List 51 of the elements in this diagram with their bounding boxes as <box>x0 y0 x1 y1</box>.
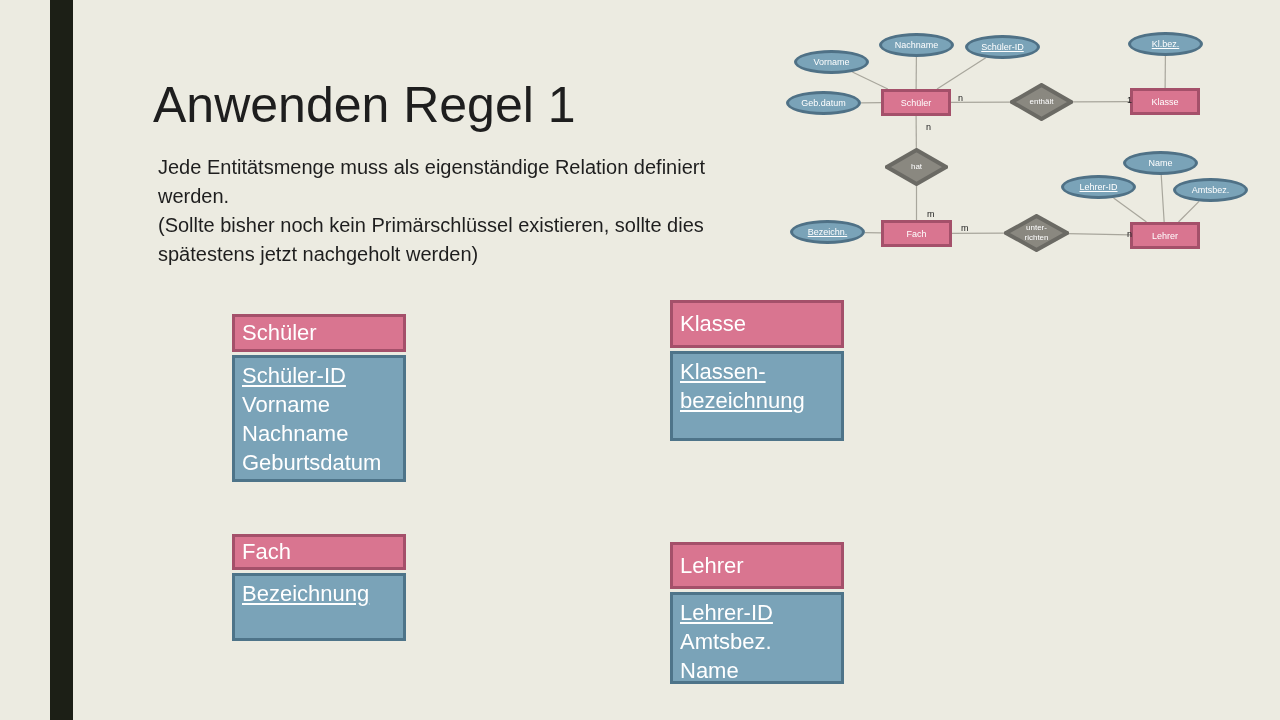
connector-line <box>1164 55 1166 89</box>
slide-title: Anwenden Regel 1 <box>153 76 576 134</box>
entity-box: Schüler <box>881 89 951 116</box>
connector-line <box>864 232 882 234</box>
attribute-ellipse: Name <box>1123 151 1198 175</box>
connector-line <box>950 101 1011 103</box>
attribute-text: Schüler-ID <box>242 362 347 390</box>
table-header: Fach <box>232 534 406 570</box>
attribute-ellipse: Bezeichn. <box>790 220 865 244</box>
table-header: Lehrer <box>670 542 844 589</box>
entity-box: Fach <box>881 220 952 247</box>
body-text: Jede Entitätsmenge muss als eigenständige Relation definiert werden. <box>158 155 706 209</box>
cardinality-label: 1 <box>1127 95 1132 105</box>
side-bar <box>50 0 73 720</box>
table-header: Klasse <box>670 300 844 348</box>
connector-line <box>1112 197 1148 223</box>
attribute-text: Klassen- bezeichnung <box>680 358 806 415</box>
connector-line <box>860 102 882 104</box>
cardinality-label: n <box>1127 229 1132 239</box>
attribute-ellipse: Geb.datum <box>786 91 861 115</box>
attribute-text: Amtsbez. <box>680 628 773 656</box>
attribute-text: Vorname <box>242 391 332 419</box>
cardinality-label: n <box>926 122 931 132</box>
body-text: (Sollte bisher noch kein Primärschlüssel existieren, sollte dies spätestens jetzt nachgeholt werden) <box>158 213 705 267</box>
connector-line <box>915 185 918 221</box>
attribute-ellipse: Schüler-ID <box>965 35 1040 59</box>
connector-line <box>1160 174 1165 223</box>
attribute-text: Nachname <box>242 420 350 448</box>
attribute-ellipse: Vorname <box>794 50 869 74</box>
connector-line <box>1177 200 1200 223</box>
connector-line <box>915 56 917 90</box>
attribute-text: Bezeichnung <box>242 580 371 608</box>
connector-line <box>1072 101 1131 103</box>
relationship-label: hat <box>909 162 924 172</box>
connector-line <box>1067 233 1131 236</box>
attribute-ellipse: Kl.bez. <box>1128 32 1203 56</box>
attribute-text: Name <box>680 657 740 685</box>
relationship-label: unter- richten <box>1023 223 1050 243</box>
attribute-ellipse: Nachname <box>879 33 954 57</box>
connector-line <box>915 115 917 149</box>
attribute-text: Lehrer-ID <box>680 599 774 627</box>
table-header: Schüler <box>232 314 406 352</box>
cardinality-label: m <box>961 223 969 233</box>
cardinality-label: m <box>927 209 935 219</box>
attribute-ellipse: Lehrer-ID <box>1061 175 1136 199</box>
entity-box: Klasse <box>1130 88 1200 115</box>
attribute-ellipse: Amtsbez. <box>1173 178 1248 202</box>
attribute-text: Geburtsdatum <box>242 449 383 477</box>
relationship-label: enthält <box>1028 97 1055 107</box>
cardinality-label: n <box>958 93 963 103</box>
connector-line <box>951 232 1005 234</box>
